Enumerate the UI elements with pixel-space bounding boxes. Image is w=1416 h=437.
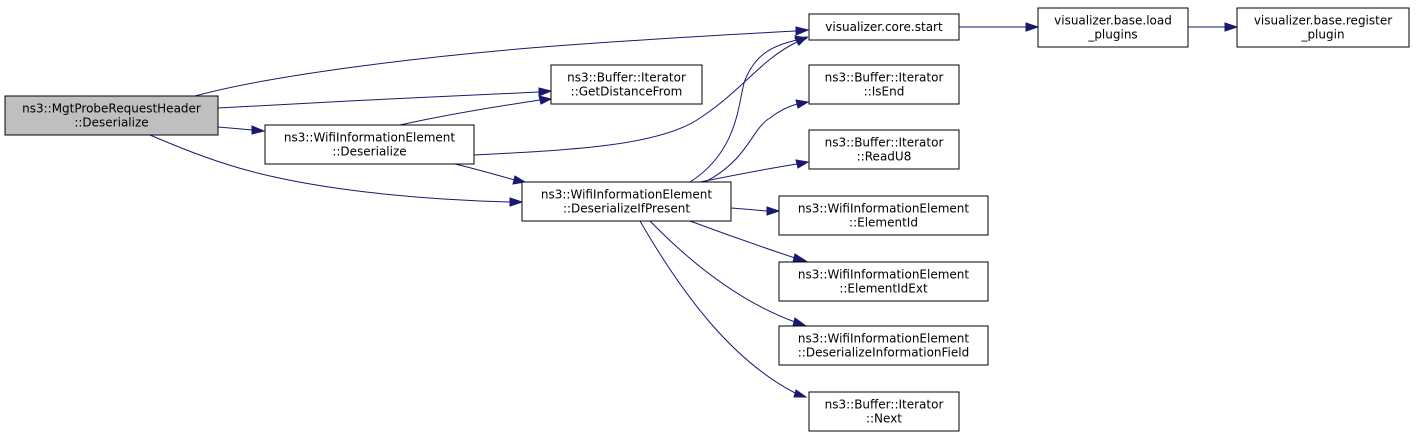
edge-line — [704, 103, 798, 183]
edge-line — [649, 220, 796, 323]
node-mgt-deserialize[interactable]: ns3::MgtProbeRequestHeader::Deserialize — [4, 95, 219, 136]
edge-wie_deserialize_if_present-to-buf_is_end — [704, 99, 810, 183]
edge-wie_deserialize_if_present-to-buf_next — [639, 220, 808, 398]
node-box — [521, 181, 732, 222]
node-box — [264, 124, 475, 165]
edge-mgt_deserialize-to-wie_deserialize_if_present — [149, 134, 524, 207]
node-label-line: visualizer.base.register — [1254, 14, 1392, 28]
edge-arrowhead — [794, 35, 809, 45]
node-wie-deserialize-if-present[interactable]: ns3::WifiInformationElement::Deserialize… — [521, 181, 732, 222]
node-buf-get-distance-from[interactable]: ns3::Buffer::Iterator::GetDistanceFrom — [550, 64, 703, 105]
edge-wie_deserialize-to-wie_deserialize_if_present — [454, 163, 527, 185]
node-label-line: ::Deserialize — [74, 116, 148, 130]
node-box — [778, 261, 989, 302]
node-box — [808, 64, 960, 105]
edge-wie_deserialize_if_present-to-wie_element_id — [730, 206, 781, 216]
edge-wie_deserialize_if_present-to-viz_core_start — [689, 35, 809, 183]
edge-arrowhead — [792, 253, 808, 263]
node-label-line: ns3::Buffer::Iterator — [567, 71, 686, 85]
node-label-line: ns3::Buffer::Iterator — [825, 136, 944, 150]
edge-arrowhead — [795, 99, 810, 109]
edge-arrowhead — [792, 317, 808, 327]
node-wie-deserialize[interactable]: ns3::WifiInformationElement::Deserialize — [264, 124, 475, 165]
node-box — [1037, 7, 1189, 48]
edge-line — [689, 220, 796, 259]
edge-line — [639, 220, 798, 395]
edge-arrowhead — [1025, 22, 1040, 32]
node-box — [550, 64, 703, 105]
edge-wie_deserialize-to-buf_get_distance_from — [399, 95, 553, 126]
node-label-line: ns3::MgtProbeRequestHeader — [22, 102, 201, 116]
edge-arrowhead — [509, 197, 524, 207]
node-label-line: ::DeserializeIfPresent — [563, 202, 690, 216]
edges-layer — [149, 22, 1239, 398]
edge-line — [217, 91, 540, 109]
edge-line — [454, 163, 516, 181]
node-label-line: ::Deserialize — [332, 145, 406, 159]
edge-arrowhead — [795, 26, 810, 36]
node-label-line: ::ReadU8 — [857, 150, 912, 164]
node-label-line: _plugins — [1087, 28, 1137, 42]
node-label-line: ns3::WifiInformationElement — [798, 332, 970, 346]
edge-line — [194, 30, 797, 97]
node-label-line: ns3::WifiInformationElement — [798, 202, 970, 216]
node-label-line: ns3::Buffer::Iterator — [825, 71, 944, 85]
node-viz-core-start[interactable]: visualizer.core.start — [808, 13, 960, 41]
node-label-line: ns3::WifiInformationElement — [541, 188, 713, 202]
node-label-line: _plugin — [1300, 28, 1344, 42]
edge-line — [689, 39, 798, 183]
node-box — [778, 195, 989, 236]
node-wie-element-id[interactable]: ns3::WifiInformationElement::ElementId — [778, 195, 989, 236]
node-buf-is-end[interactable]: ns3::Buffer::Iterator::IsEnd — [808, 64, 960, 105]
node-wie-deserialize-info-field[interactable]: ns3::WifiInformationElement::Deserialize… — [778, 325, 989, 366]
edge-arrowhead — [1224, 22, 1239, 32]
node-label-line: ::Next — [866, 412, 902, 426]
edge-arrowhead — [251, 125, 266, 135]
node-label-line: ::GetDistanceFrom — [571, 85, 683, 99]
edge-viz_load_plugins-to-viz_register_plugin — [1188, 22, 1239, 32]
node-box — [808, 391, 960, 432]
node-box — [778, 325, 989, 366]
edge-arrowhead — [766, 206, 781, 216]
node-viz-load-plugins[interactable]: visualizer.base.load_plugins — [1037, 7, 1189, 48]
node-label-line: ns3::Buffer::Iterator — [825, 398, 944, 412]
edge-wie_deserialize_if_present-to-buf_read_u8 — [699, 159, 810, 183]
node-label-line: visualizer.base.load — [1054, 14, 1172, 28]
node-label-line: ::DeserializeInformationField — [798, 346, 969, 360]
edge-arrowhead — [538, 95, 553, 105]
edge-mgt_deserialize-to-viz_core_start — [194, 26, 810, 97]
edge-mgt_deserialize-to-wie_deserialize — [217, 125, 266, 135]
node-box — [808, 13, 960, 41]
edge-mgt_deserialize-to-buf_get_distance_from — [217, 87, 553, 109]
edge-line — [217, 126, 254, 131]
edge-line — [149, 134, 511, 203]
node-label-line: ::ElementId — [849, 216, 918, 230]
edge-line — [399, 99, 541, 126]
edge-arrowhead — [793, 389, 808, 398]
edge-line — [730, 207, 768, 212]
node-label-line: ns3::WifiInformationElement — [284, 131, 456, 145]
node-label-line: ::IsEnd — [864, 85, 905, 99]
edge-arrowhead — [538, 87, 553, 97]
node-buf-read-u8[interactable]: ns3::Buffer::Iterator::ReadU8 — [808, 129, 960, 170]
node-label-line: ::ElementIdExt — [839, 282, 928, 296]
node-box — [808, 129, 960, 170]
edge-line — [699, 163, 798, 183]
node-buf-next[interactable]: ns3::Buffer::Iterator::Next — [808, 391, 960, 432]
node-box — [4, 95, 219, 136]
node-viz-register-plugin[interactable]: visualizer.base.register_plugin — [1236, 7, 1410, 48]
edge-arrowhead — [795, 159, 810, 169]
node-label-line: ns3::WifiInformationElement — [798, 268, 970, 282]
edge-viz_core_start-to-viz_load_plugins — [959, 22, 1040, 32]
node-box — [1236, 7, 1410, 48]
node-wie-element-id-ext[interactable]: ns3::WifiInformationElement::ElementIdEx… — [778, 261, 989, 302]
edge-line — [473, 41, 798, 156]
nodes-layer: ns3::MgtProbeRequestHeader::Deserializen… — [4, 7, 1410, 432]
node-label-line: visualizer.core.start — [825, 20, 943, 34]
